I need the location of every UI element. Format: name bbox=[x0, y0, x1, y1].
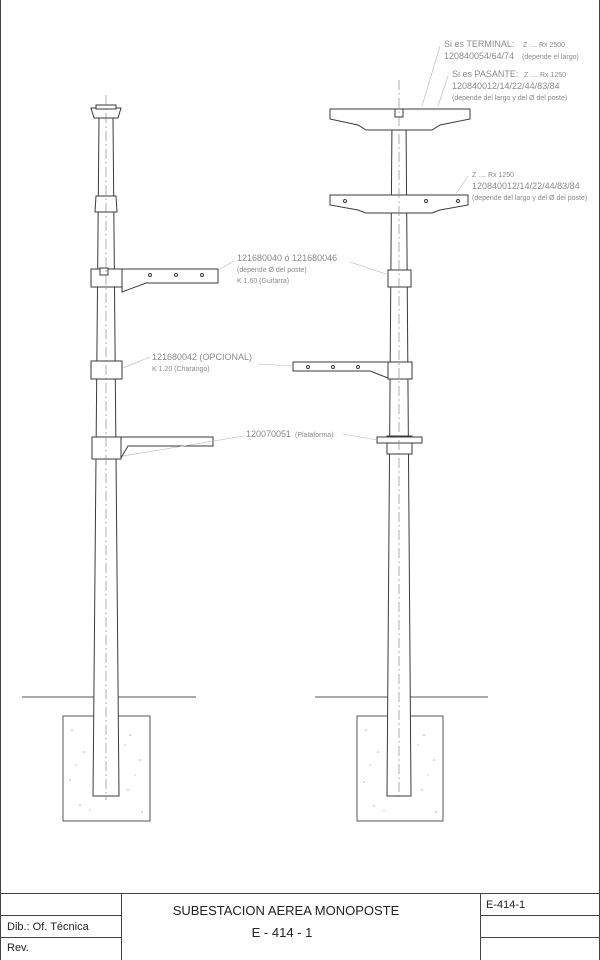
right-pole bbox=[292, 80, 488, 822]
left-plataforma-bracket bbox=[120, 436, 214, 460]
label-charango-code: 121680042 (OPCIONAL) bbox=[152, 352, 252, 362]
label-terminal-code: 120840054/64/74 bbox=[444, 51, 514, 61]
left-guitarra-arm bbox=[121, 268, 219, 293]
leader-guitarra bbox=[219, 260, 235, 270]
leader-charango bbox=[122, 356, 151, 369]
label-charango-size: K 1.20 (Charango) bbox=[152, 366, 210, 373]
left-labels: 121680040 ó 121680046 (depende Ø del pos… bbox=[122, 253, 337, 457]
leader-charango-right bbox=[257, 363, 294, 367]
leader-terminal bbox=[421, 45, 441, 107]
right-charango-arm bbox=[292, 361, 389, 379]
leader-plataforma-right bbox=[342, 433, 378, 441]
drawn-by: Dib.: Of. Técnica bbox=[7, 921, 90, 933]
left-plataforma-clamp bbox=[91, 436, 122, 460]
label-pasante-title: Si es PASANTE: bbox=[452, 69, 518, 79]
drawing-number: E - 414 - 1 bbox=[252, 925, 313, 940]
label-terminal-title: Si es TERMINAL: bbox=[444, 39, 514, 49]
label-terminal-spec: Z .... Rx 2500 bbox=[523, 42, 565, 49]
left-pole bbox=[22, 95, 219, 822]
label-terminal-note: (depende el largo) bbox=[522, 54, 579, 61]
right-top-cross-arm bbox=[329, 108, 471, 131]
label-arm2-code: 120840012/14/22/44/83/84 bbox=[472, 181, 580, 191]
leader-pasante bbox=[437, 75, 449, 107]
label-guitarra-size: K 1.60 (Guitarra) bbox=[237, 278, 289, 285]
leader-guitarra-right bbox=[349, 261, 387, 275]
label-arm2-spec: Z .... Rx 1250 bbox=[472, 172, 514, 179]
right-plataforma-plate bbox=[376, 436, 423, 444]
left-foundation-texture bbox=[69, 729, 143, 813]
title-block: SUBESTACION AEREA MONOPOSTE E - 414 - 1 … bbox=[0, 893, 600, 960]
left-charango-clamp bbox=[90, 360, 123, 380]
right-labels: Si es TERMINAL: Z .... Rx 2500 120840054… bbox=[257, 39, 587, 441]
revision: Rev. bbox=[7, 942, 29, 954]
label-guitarra-code: 121680040 ó 121680046 bbox=[237, 253, 337, 263]
label-guitarra-note: (depende Ø del poste) bbox=[237, 267, 307, 274]
label-pasante-note: (depende del largo y del Ø del poste) bbox=[452, 95, 567, 102]
label-pasante-code: 120840012/14/22/44/83/84 bbox=[452, 81, 560, 91]
right-guitarra-clamp bbox=[387, 269, 412, 288]
leader-plataforma bbox=[122, 435, 245, 457]
left-guitarra-bolt bbox=[99, 267, 109, 276]
leader-cross-arm-2 bbox=[454, 175, 469, 196]
right-second-cross-arm bbox=[329, 194, 469, 214]
drawing-title: SUBESTACION AEREA MONOPOSTE bbox=[173, 903, 400, 918]
right-foundation-texture bbox=[363, 729, 437, 813]
label-plataforma-note: (Plataforma) bbox=[295, 432, 334, 439]
label-arm2-note: (depende del largo y del Ø del poste) bbox=[472, 195, 587, 202]
right-charango-clamp bbox=[387, 361, 413, 380]
drawing-ref: E-414-1 bbox=[486, 899, 525, 911]
label-pasante-spec: Z .... Rx 1250 bbox=[524, 72, 566, 79]
label-plataforma-code: 120070051 bbox=[246, 429, 291, 439]
